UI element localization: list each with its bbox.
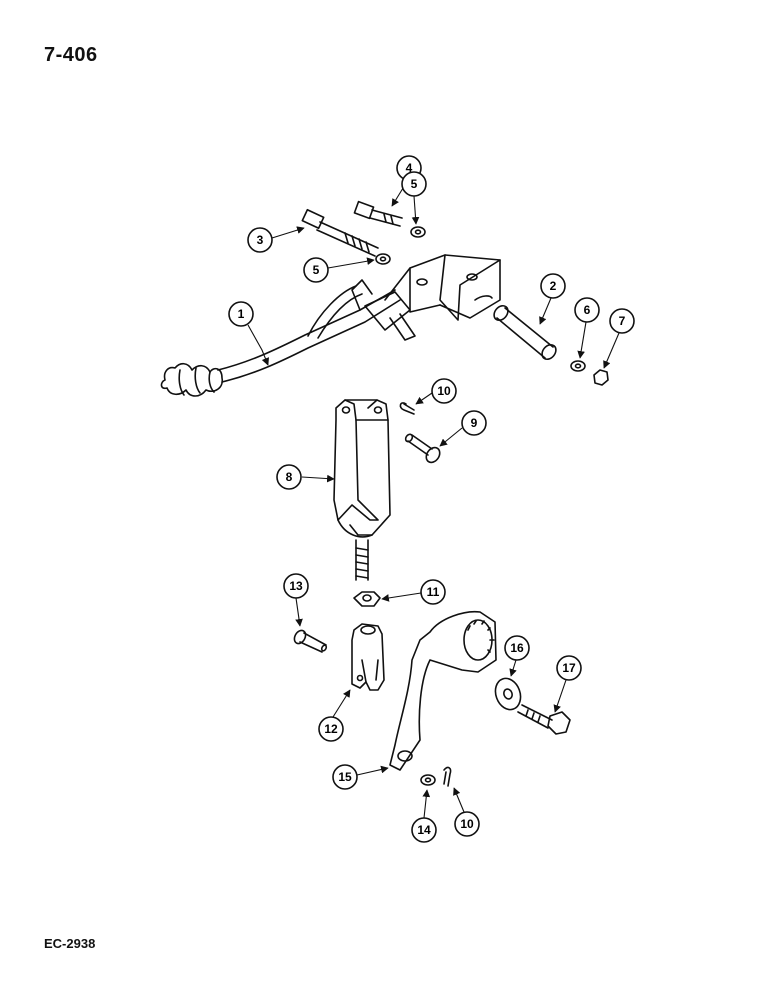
leader-5b — [327, 257, 375, 269]
callout-15: 15 — [332, 764, 358, 790]
svg-text:1: 1 — [238, 307, 245, 321]
callout-14: 14 — [411, 817, 437, 843]
washer-16 — [494, 677, 522, 711]
svg-text:15: 15 — [338, 770, 352, 784]
callout-5b: 5 — [303, 257, 329, 283]
leader-16 — [509, 659, 517, 677]
nut-7 — [593, 369, 609, 386]
svg-text:16: 16 — [510, 641, 524, 655]
svg-text:3: 3 — [257, 233, 264, 247]
cotter-pin-lower — [443, 766, 452, 787]
callout-2: 2 — [540, 273, 566, 299]
svg-text:10: 10 — [460, 817, 474, 831]
washer-14 — [420, 774, 436, 786]
leader-5a — [411, 195, 420, 225]
leader-11 — [381, 592, 422, 602]
washer-5-upper — [410, 226, 426, 238]
callout-3: 3 — [247, 227, 273, 253]
washer-5-lower — [375, 253, 391, 265]
hand-lever — [160, 279, 416, 397]
leader-3 — [271, 226, 305, 239]
callout-12: 12 — [318, 716, 344, 742]
leader-6 — [577, 321, 587, 359]
leader-9 — [439, 427, 463, 447]
svg-text:2: 2 — [550, 279, 557, 293]
leader-10b — [453, 787, 465, 813]
long-bolt — [301, 208, 379, 257]
callout-7: 7 — [609, 308, 635, 334]
svg-text:8: 8 — [286, 470, 293, 484]
callout-5a: 5 — [401, 171, 427, 197]
svg-text:14: 14 — [417, 823, 431, 837]
callout-10b: 10 — [454, 811, 480, 837]
leader-13 — [295, 597, 303, 627]
leader-12 — [332, 689, 351, 718]
figure-code: EC-2938 — [44, 936, 96, 951]
leader-7 — [603, 332, 620, 369]
svg-text:13: 13 — [289, 579, 303, 593]
leader-14 — [422, 789, 431, 819]
callout-9: 9 — [461, 410, 487, 436]
leader-8 — [301, 474, 335, 483]
callout-11: 11 — [420, 579, 446, 605]
callout-6: 6 — [574, 297, 600, 323]
leader-10a — [415, 392, 433, 405]
leader-2 — [539, 297, 552, 325]
sleeve-pin — [493, 304, 557, 361]
leader-15 — [356, 765, 389, 776]
small-clevis — [351, 623, 385, 691]
lever-arm — [389, 610, 497, 771]
clevis-pin-9 — [404, 433, 441, 464]
callout-17: 17 — [556, 655, 582, 681]
washer-6 — [570, 360, 586, 372]
svg-text:6: 6 — [584, 303, 591, 317]
cotter-pin-upper — [399, 402, 415, 415]
leader-1 — [247, 324, 270, 366]
short-bolt — [353, 200, 403, 227]
bolt-17 — [517, 704, 571, 735]
svg-text:5: 5 — [313, 263, 320, 277]
clevis-pin-13 — [293, 629, 328, 653]
callout-1: 1 — [228, 301, 254, 327]
page-number: 7-406 — [44, 44, 98, 66]
callout-16: 16 — [504, 635, 530, 661]
svg-text:12: 12 — [324, 722, 338, 736]
callouts: 1 2 3 4 5 5 6 7 8 9 10 10 11 12 13 14 15… — [228, 155, 635, 843]
callout-13: 13 — [283, 573, 309, 599]
callout-10a: 10 — [431, 378, 457, 404]
clevis-yoke — [333, 399, 391, 581]
svg-text:11: 11 — [427, 585, 440, 599]
svg-text:7: 7 — [619, 314, 626, 328]
svg-text:9: 9 — [471, 416, 478, 430]
svg-text:10: 10 — [437, 384, 451, 398]
svg-text:17: 17 — [562, 661, 576, 675]
svg-text:4: 4 — [406, 161, 413, 175]
leader-17 — [553, 679, 567, 713]
svg-text:5: 5 — [411, 177, 418, 191]
nut-11 — [353, 591, 381, 607]
callout-8: 8 — [276, 464, 302, 490]
bracket — [384, 254, 501, 321]
